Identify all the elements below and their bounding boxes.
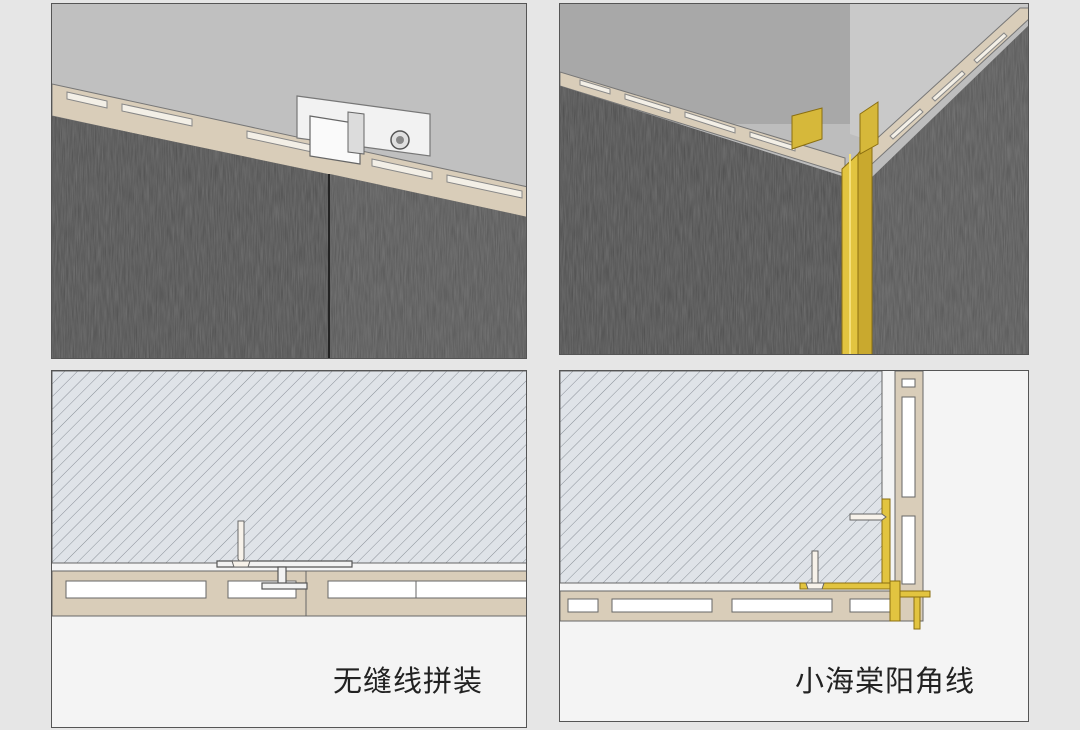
corner-trim-section (559, 370, 1029, 722)
seamless-joint-section (51, 370, 527, 728)
corner-trim-icon (791, 101, 879, 354)
seamless-joint-3d-view (51, 3, 527, 359)
corner-section-drawing (560, 371, 931, 630)
caption-seamless-joint: 无缝线拼装 (333, 664, 484, 698)
substrate-slots (66, 91, 523, 199)
wall-panel-image (52, 4, 526, 358)
clip-icon (216, 560, 353, 590)
caption-corner-trim: 小海棠阳角线 (795, 664, 976, 698)
section-drawing (52, 371, 526, 617)
corner-trim-3d-view (559, 3, 1029, 355)
clip-icon (296, 95, 431, 165)
screw-icon (231, 520, 251, 568)
corner-wall-image (560, 4, 1028, 354)
screw-icon (805, 513, 887, 590)
